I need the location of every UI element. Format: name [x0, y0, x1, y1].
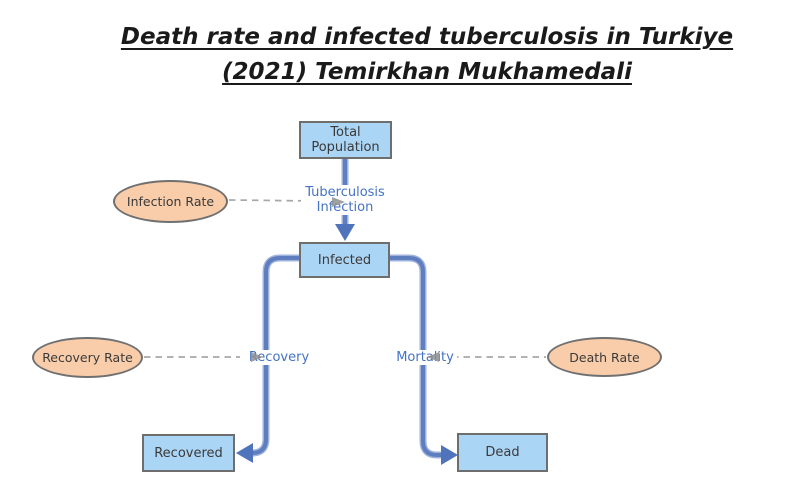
title-line-1: Death rate and infected tuberculosis in … [120, 24, 734, 50]
stock-recovered[interactable]: Recovered [142, 434, 235, 472]
stock-infected[interactable]: Infected [299, 242, 390, 278]
stock-dead-label: Dead [485, 445, 520, 460]
variable-death-rate-label: Death Rate [569, 349, 640, 365]
variable-recovery-rate-label: Recovery Rate [42, 350, 133, 365]
flow-label-tuberculosis-infection: Tuberculosis Infection [301, 185, 389, 215]
flow-arrowhead-into-dead [441, 445, 458, 465]
flow-label-recovery: Recovery [240, 350, 318, 365]
diagram-title: Death rate and infected tuberculosis in … [27, 20, 800, 90]
stock-recovered-label: Recovered [154, 445, 223, 461]
title-line-2: (2021) Temirkhan Mukhamedali [222, 59, 632, 85]
variable-recovery-rate[interactable]: Recovery Rate [32, 337, 143, 378]
stock-dead[interactable]: Dead [457, 433, 548, 472]
flow-arrowhead-into-recovered [236, 443, 253, 463]
variable-death-rate[interactable]: Death Rate [547, 337, 662, 377]
stock-infected-label: Infected [317, 252, 372, 268]
flow-arrowhead-into-infected [335, 224, 355, 241]
flow-label-mortality: Mortality [393, 350, 457, 365]
variable-infection-rate[interactable]: Infection Rate [113, 180, 228, 223]
stock-total-population[interactable]: Total Population [299, 121, 392, 159]
variable-infection-rate-label: Infection Rate [126, 194, 215, 209]
stock-total-population-label: Total Population [311, 125, 380, 155]
